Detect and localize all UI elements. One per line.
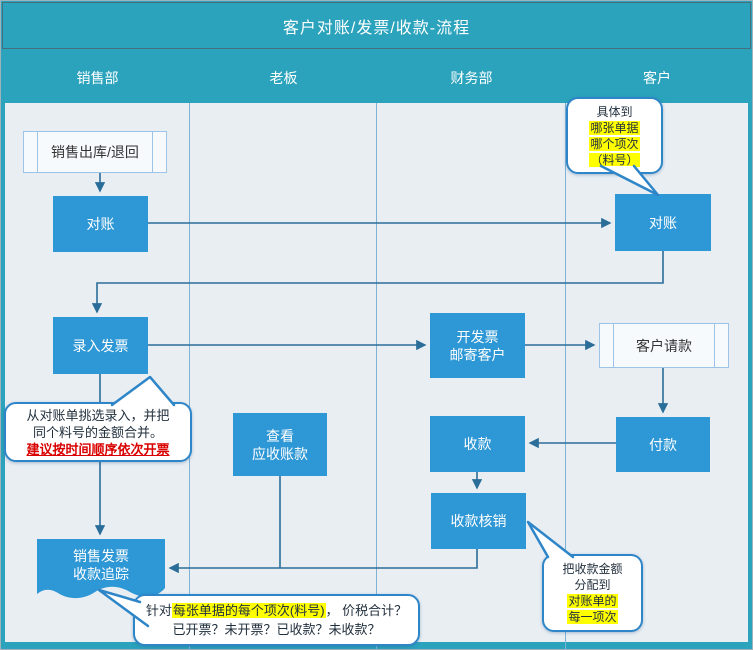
swimlane-headers: 销售部 老板 财务部 客户 bbox=[5, 55, 748, 101]
node-invoice-tracking: 销售发票 收款追踪 bbox=[73, 548, 129, 582]
node-payment-writeoff: 收款核销 bbox=[431, 493, 526, 549]
node-customer-request: 客户请款 bbox=[599, 323, 729, 368]
lane-header-boss: 老板 bbox=[269, 70, 298, 86]
lane-divider-1 bbox=[189, 103, 190, 650]
callout-entry-note: 从对账单挑选录入，并把 同个料号的金额合并。 建议按时间顺序依次开票 bbox=[4, 402, 192, 462]
title-bar: 客户对账/发票/收款-流程 bbox=[2, 2, 751, 49]
callout-tracking-note: 针对每张单据的每个项次(料号)， 价税合计？ 已开票？未开票？已收款？未收款？ bbox=[133, 594, 420, 646]
lane-header-finance: 财务部 bbox=[450, 70, 493, 86]
lane-header-customer: 客户 bbox=[643, 70, 671, 86]
node-receive-payment: 收款 bbox=[430, 416, 525, 472]
node-issue-invoice: 开发票 邮寄客户 bbox=[430, 313, 525, 378]
lane-divider-2 bbox=[376, 103, 377, 650]
node-reconcile-sales: 对账 bbox=[53, 196, 148, 252]
callout-specific-to: 具体到 哪张单据 哪个项次 （料号） bbox=[566, 97, 663, 174]
page-title: 客户对账/发票/收款-流程 bbox=[282, 19, 471, 37]
lane-header-sales: 销售部 bbox=[76, 70, 119, 86]
node-view-receivables: 查看 应收账款 bbox=[233, 413, 327, 476]
node-enter-invoice: 录入发票 bbox=[53, 317, 148, 374]
node-sales-shipment: 销售出库/退回 bbox=[23, 131, 167, 173]
callout-allocate-note: 把收款金额 分配到 对账单的 每一项次 bbox=[542, 554, 643, 632]
node-pay: 付款 bbox=[616, 417, 710, 472]
node-reconcile-customer: 对账 bbox=[615, 194, 711, 251]
lane-divider-3 bbox=[565, 103, 566, 650]
